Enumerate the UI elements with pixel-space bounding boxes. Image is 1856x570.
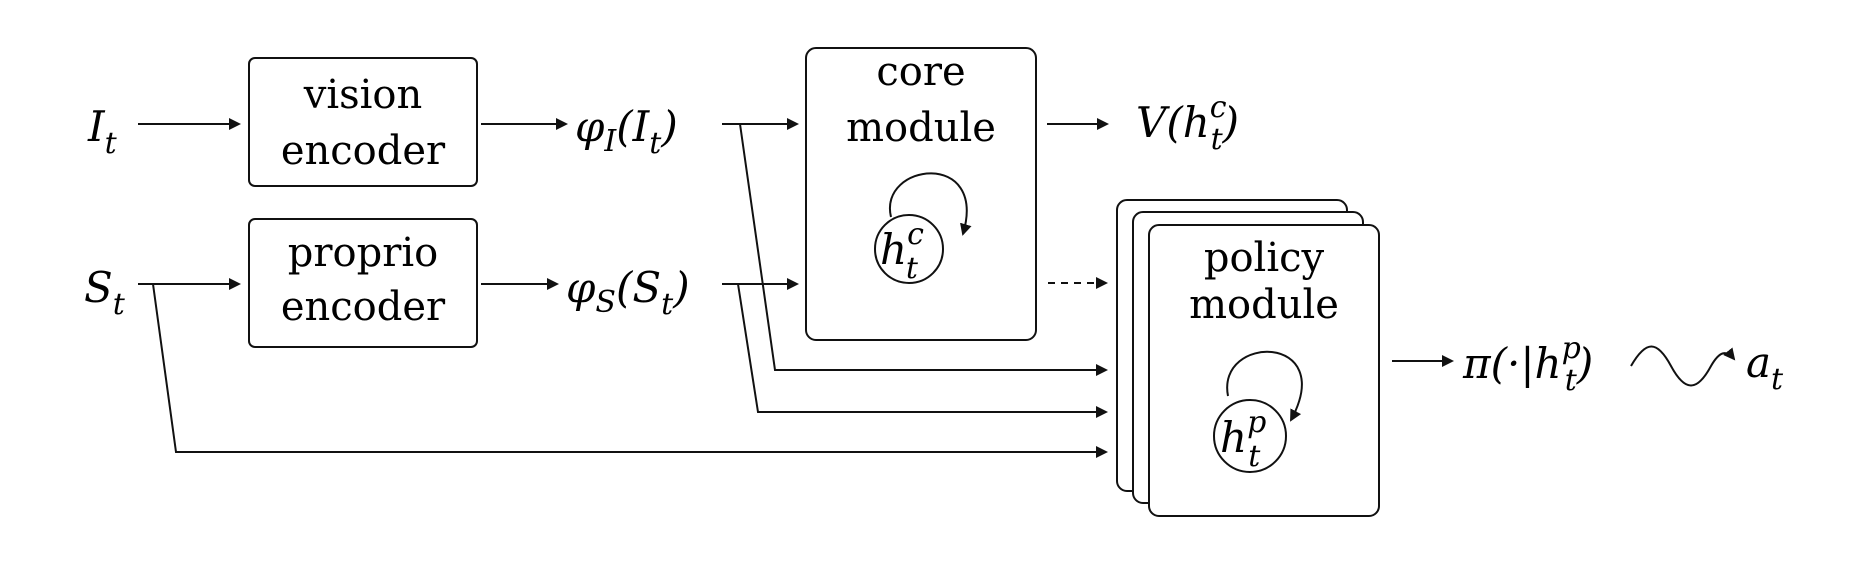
vision-encoder-box (248, 57, 478, 187)
core-module-line1: core (876, 49, 965, 95)
vision-encoder-line2: encoder (281, 128, 446, 174)
core-module-box (805, 47, 1037, 341)
image-feature-to-policy-path (722, 123, 1108, 376)
state-to-policy-long-path (138, 283, 1108, 458)
policy-state-node (1213, 399, 1287, 473)
proprio-encoder-line1: proprio (288, 230, 438, 276)
core-self-loop (888, 172, 972, 236)
core-module-line2: module (846, 105, 996, 151)
proprio-encoder-box (248, 218, 478, 348)
vision-encoder-line1: vision (303, 72, 423, 118)
input-image-label: It (87, 102, 118, 161)
policy-self-loop (1226, 350, 1303, 422)
core-state-node (874, 214, 944, 284)
policy-module-front-card (1148, 224, 1380, 517)
policy-module-line1: policy (1204, 235, 1325, 281)
state-feature-to-policy-path (722, 283, 1108, 418)
input-state-label: St (84, 263, 126, 322)
proprio-encoder-line2: encoder (281, 284, 446, 330)
image-feature-label: φI(It) (575, 102, 678, 161)
state-feature-label: φS(St) (566, 263, 690, 322)
sampling-squiggle-arrow (1630, 345, 1736, 387)
policy-module-line2: module (1189, 282, 1339, 328)
action-output-label: at (1746, 338, 1784, 397)
